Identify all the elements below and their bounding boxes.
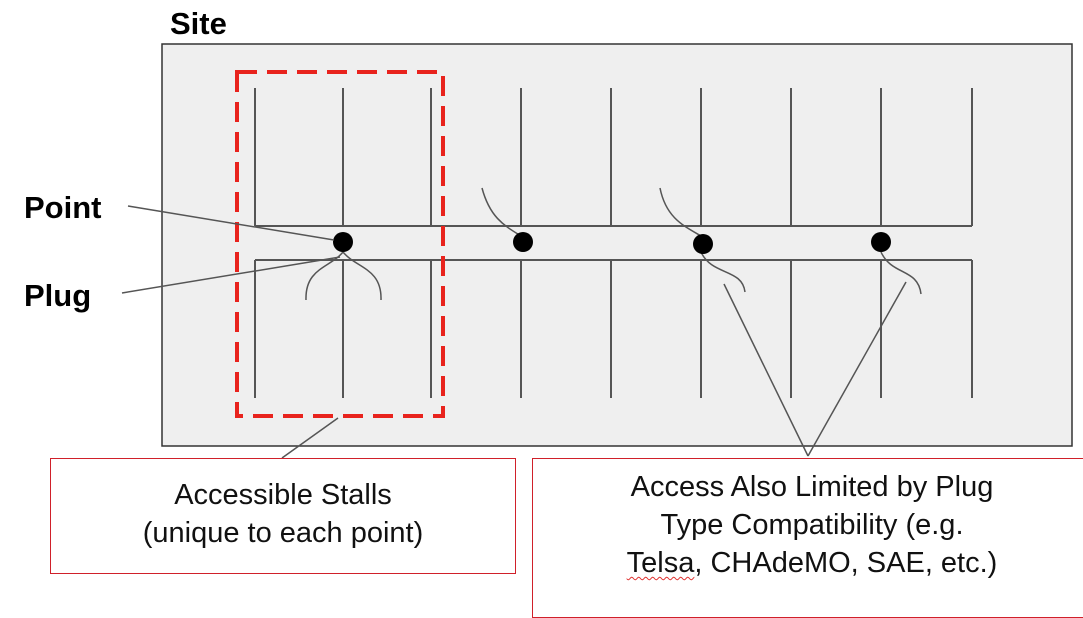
site-label: Site — [170, 6, 227, 41]
plug-leader-line — [121, 256, 341, 294]
plug-callout-line-3-rest: , CHAdeMO, SAE, etc.) — [694, 547, 998, 579]
accessible-stalls-highlight — [235, 70, 445, 418]
spellcheck-flagged-word: Telsa — [626, 547, 695, 579]
charging-point-4 — [871, 232, 891, 252]
stalls-callout-line-1: Accessible Stalls — [174, 479, 392, 511]
upper-stall-dividers — [254, 88, 973, 226]
charging-points — [333, 232, 891, 254]
charging-point-1 — [333, 232, 353, 252]
plug-label: Plug — [24, 278, 92, 313]
site-area — [161, 43, 1073, 447]
plug-callout-line-1: Access Also Limited by Plug — [630, 471, 994, 503]
plug-callout-line-2: Type Compatibility (e.g. — [660, 509, 964, 541]
accessible-stalls-callout: Accessible Stalls (unique to each point) — [50, 458, 516, 574]
charging-point-2 — [513, 232, 533, 252]
stalls-callout-line-2: (unique to each point) — [142, 517, 424, 549]
leader-lines — [121, 205, 907, 459]
lower-stall-dividers — [254, 260, 973, 398]
point-label: Point — [24, 190, 102, 225]
plug-cables — [305, 187, 922, 301]
stalls-callout-leader — [281, 417, 339, 459]
plug-callout-leader-b — [807, 281, 907, 457]
charging-point-3 — [693, 234, 713, 254]
point-leader-line — [127, 205, 335, 241]
plug-callout-line-3: Telsa, CHAdeMO, SAE, etc.) — [533, 544, 1083, 582]
plug-callout-leader-a — [723, 283, 809, 457]
plug-compatibility-callout: Access Also Limited by Plug Type Compati… — [532, 458, 1083, 618]
